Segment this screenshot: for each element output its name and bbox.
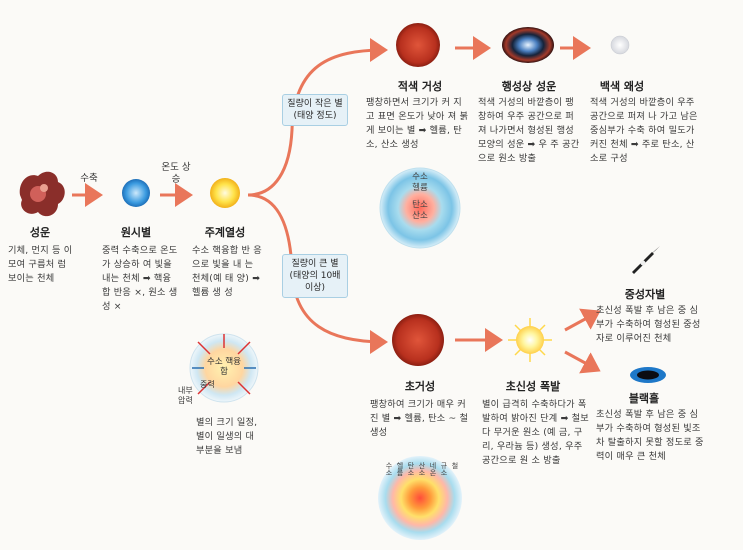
supergiant-image	[392, 314, 444, 366]
supernova-image	[508, 318, 552, 362]
branch-note-large-mass: 질량이 큰 별 (태양의 10배 이상)	[282, 254, 348, 298]
red-giant-layer-helium: 헬륨	[412, 183, 428, 193]
sg-layer-helium: 헬륨	[396, 462, 404, 476]
neutron-star-title: 중성자별	[624, 288, 666, 301]
supergiant-layers-diagram	[378, 456, 462, 540]
white-dwarf-image	[610, 35, 630, 55]
black-hole-title: 블랙홀	[628, 392, 660, 405]
main-sequence-desc: 수소 핵융합 반 응으로 빛을 내 는 천체(예 태 양) ➡ 헬륨 생 성	[192, 245, 262, 298]
neutron-star-image	[632, 246, 660, 274]
protostar-title: 원시별	[120, 226, 152, 239]
white-dwarf-title: 백색 왜성	[599, 80, 645, 93]
red-giant-layer-hydrogen: 수소	[412, 172, 428, 182]
main-sequence-diagram	[189, 333, 259, 403]
sg-layer-neon: 네온	[429, 462, 437, 476]
red-giant-layer-carbon: 탄소	[412, 200, 428, 210]
supernova-desc: 별이 급격히 수축하다가 폭발하여 밝아진 단계 ➡ 철보다 무거운 원소 (예…	[482, 399, 589, 466]
planetary-nebula-desc: 적색 거성의 바깥층이 팽창하여 우주 공간으로 퍼져 나가면서 형성된 행성 …	[478, 97, 580, 164]
red-giant-title: 적색 거성	[397, 80, 443, 93]
red-giant-layers-diagram	[379, 167, 461, 249]
nebula-image	[19, 171, 65, 217]
arrow-sn-blackhole	[564, 350, 601, 374]
white-dwarf-desc: 적색 거성의 바깥층이 우주 공간으로 퍼져 나 가고 남은 중심부가 수축 하…	[590, 97, 698, 164]
branch-note-small-mass: 질량이 작은 별(태양 정도)	[282, 94, 348, 126]
arrow-label-temp-rise: 온도 상승	[161, 162, 191, 185]
main-sequence-note: 별의 크기 일정, 별이 일생의 대부분을 보냄	[196, 417, 258, 456]
supergiant-title: 초거성	[404, 380, 436, 393]
protostar-image	[122, 179, 150, 207]
main-sequence-pressure-label: 내부 압력	[178, 386, 193, 405]
supergiant-desc: 팽창하여 크기가 매우 커진 별 ➡ 헬륨, 탄소 ~ 철 생성	[370, 399, 469, 438]
main-sequence-core-label: 수소 핵융합	[207, 357, 241, 377]
nebula-title: 성운	[29, 226, 51, 239]
supernova-title: 초신성 폭발	[505, 380, 561, 393]
sg-layer-silicon: 규소	[440, 462, 448, 476]
sg-layer-iron: 철	[451, 462, 459, 469]
protostar-desc: 중력 수축으로 온도가 상승하 여 빛을 내는 천체 ➡ 핵융 합 반응 ×, …	[102, 245, 178, 312]
red-giant-image	[396, 23, 440, 67]
black-hole-image	[630, 367, 666, 383]
nebula-desc: 기체, 먼지 등 이 모여 구름처 럼 보이는 천체	[8, 245, 73, 284]
black-hole-desc: 초신성 폭발 후 남은 중 심부가 수축하여 형성된 빛조차 탈출하지 못할 정…	[596, 409, 704, 462]
arrow-sn-neutron	[564, 308, 601, 332]
planetary-nebula-title: 행성상 성운	[501, 80, 557, 93]
red-giant-desc: 팽창하면서 크기가 커 지고 표면 온도가 낮아 져 붉게 보이는 별 ➡ 헬륨…	[366, 97, 469, 150]
sg-layer-carbon: 탄소	[407, 462, 415, 476]
main-sequence-gravity-label: 중력	[200, 380, 215, 389]
supergiant-layer-labels: 수소 헬륨 탄소 산소 네온 규소 철	[385, 462, 459, 476]
sg-layer-oxygen: 산소	[418, 462, 426, 476]
main-sequence-title: 주계열성	[204, 226, 246, 239]
neutron-star-desc: 초신성 폭발 후 남은 중 심부가 수축하여 형성된 중성자로 이루어진 천체	[596, 305, 701, 344]
arrow-label-contraction: 수축	[80, 173, 98, 184]
main-sequence-image	[210, 178, 240, 208]
planetary-nebula-image	[502, 27, 554, 63]
sg-layer-hydrogen: 수소	[385, 462, 393, 476]
red-giant-layer-oxygen: 산소	[412, 211, 428, 221]
